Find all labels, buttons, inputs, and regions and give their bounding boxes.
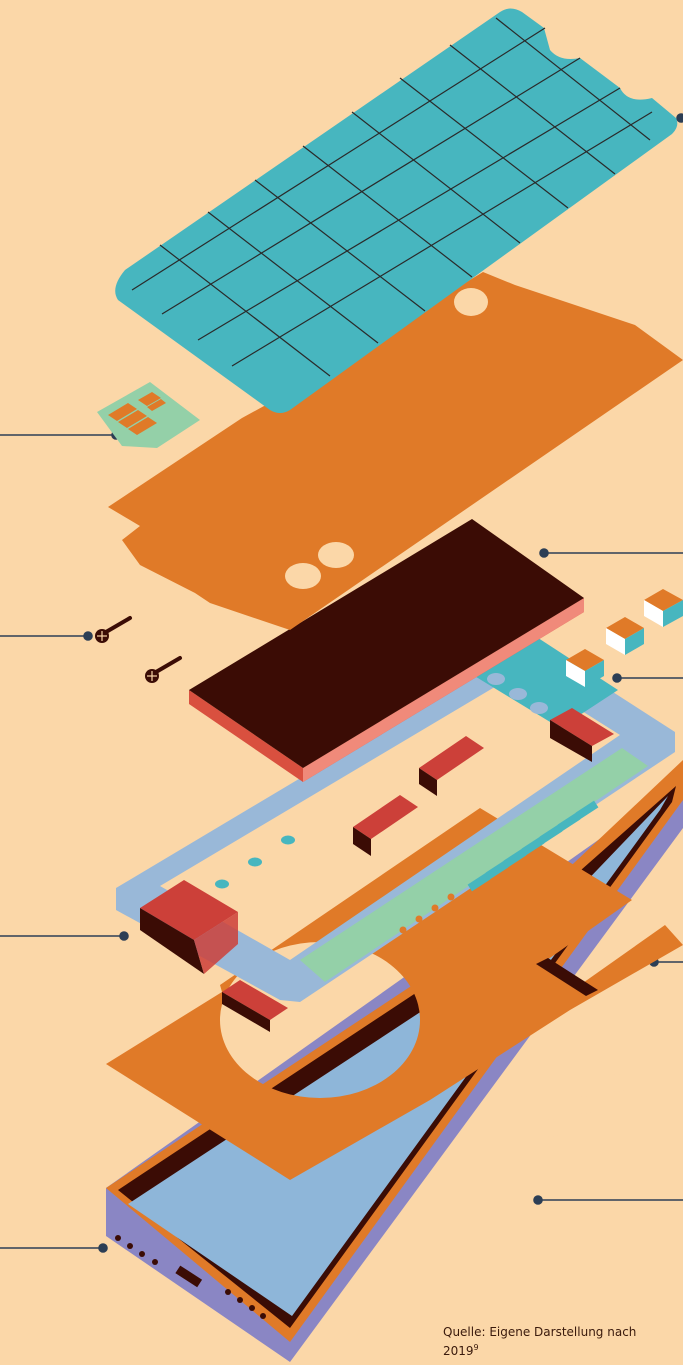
chip-middle-2 (353, 795, 418, 856)
cube-3 (644, 589, 683, 627)
chip-middle-1 (419, 736, 484, 796)
source-text: Quelle: Eigene Darstellung nach (443, 1325, 636, 1339)
leader-line-battery (540, 549, 683, 557)
leader-line-housing (534, 1196, 683, 1204)
leader-line-ports (0, 1244, 107, 1252)
source-footnote: 9 (474, 1343, 479, 1352)
leader-line-cubes (613, 674, 683, 682)
leader-line-display (677, 114, 683, 122)
screw-2 (145, 658, 180, 683)
leader-line-board (0, 932, 128, 940)
screws (95, 618, 180, 683)
source-year: 2019 (443, 1344, 474, 1358)
screw-1 (95, 618, 130, 643)
source-caption: Quelle: Eigene Darstellung nach 20199 (443, 1325, 636, 1359)
camera-dots (538, 1074, 630, 1137)
cube-2 (606, 617, 644, 655)
leader-line-screws (0, 632, 92, 640)
leader-line-sim (0, 431, 120, 439)
